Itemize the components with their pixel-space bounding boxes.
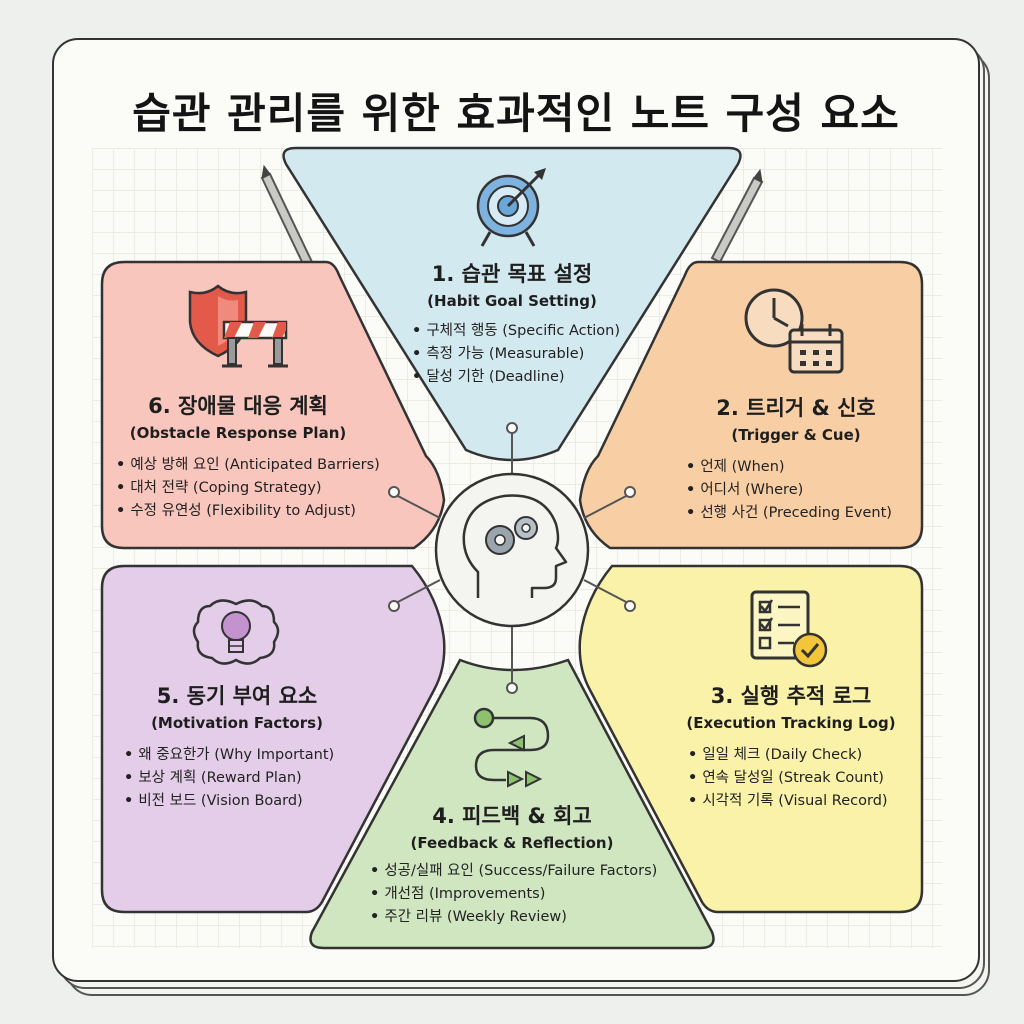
connector-lines [388,422,636,694]
section-1-text: 1. 습관 목표 설정 (Habit Goal Setting) 구체적 행동 … [362,258,662,389]
section-6-subtitle: (Obstacle Response Plan) [129,424,347,442]
list-item: 수정 유연성 (Flexibility to Adjust) [116,500,368,523]
section-3-panel [578,564,924,914]
section-3-text: 3. 실행 추적 로그 (Execution Tracking Log) 일일 … [666,680,916,813]
section-1-list: 구체적 행동 (Specific Action) 측정 가능 (Measurab… [412,320,662,389]
list-item: 구체적 행동 (Specific Action) [412,320,662,343]
checklist-icon [750,590,828,668]
section-3-list: 일일 체크 (Daily Check) 연속 달성일 (Streak Count… [688,744,916,813]
list-item: 언제 (When) [686,456,916,479]
section-2-subtitle: (Trigger & Cue) [731,426,861,444]
list-item: 선행 사건 (Preceding Event) [686,502,916,525]
section-1-title: 1. 습관 목표 설정 [431,262,593,286]
list-item: 성공/실패 요인 (Success/Failure Factors) [370,860,662,883]
section-3-title: 3. 실행 추적 로그 [710,684,872,708]
section-2-list: 언제 (When) 어디서 (Where) 선행 사건 (Preceding E… [686,456,916,525]
list-item: 주간 리뷰 (Weekly Review) [370,906,662,929]
section-6-title: 6. 장애물 대응 계획 [148,394,328,418]
list-item: 개선점 (Improvements) [370,883,662,906]
list-item: 예상 방해 요인 (Anticipated Barriers) [116,454,379,477]
list-item: 연속 달성일 (Streak Count) [688,767,916,790]
list-item: 비전 보드 (Vision Board) [124,790,362,813]
section-3-subtitle: (Execution Tracking Log) [686,714,896,732]
list-item: 보상 계획 (Reward Plan) [124,767,362,790]
section-2-title: 2. 트리거 & 신호 [716,396,876,420]
page-title: 습관 관리를 위한 효과적인 노트 구성 요소 [132,89,900,138]
section-1-panel [282,146,742,462]
list-item: 왜 중요한가 (Why Important) [124,744,362,767]
section-4-subtitle: (Feedback & Reflection) [410,834,614,852]
list-item: 어디서 (Where) [686,479,916,502]
target-arrow-icon [476,168,546,247]
section-5-panel [100,564,446,914]
feedback-loop-icon [473,707,550,788]
section-5-subtitle: (Motivation Factors) [151,714,323,732]
section-5-title: 5. 동기 부여 요소 [156,684,318,708]
section-4-list: 성공/실패 요인 (Success/Failure Factors) 개선점 (… [370,860,662,929]
section-2-text: 2. 트리거 & 신호 (Trigger & Cue) 언제 (When) 어디… [676,392,916,525]
brain-lightbulb-icon [192,599,280,665]
list-item: 달성 기한 (Deadline) [412,366,662,389]
section-5-text: 5. 동기 부여 요소 (Motivation Factors) 왜 중요한가 … [112,680,362,813]
section-1-subtitle: (Habit Goal Setting) [427,292,597,310]
list-item: 대처 전략 (Coping Strategy) [116,477,368,500]
section-6-list: 예상 방해 요인 (Anticipated Barriers) 대처 전략 (C… [116,454,379,523]
list-item: 측정 가능 (Measurable) [412,343,662,366]
head-gears-icon [434,472,590,628]
list-item: 일일 체크 (Daily Check) [688,744,916,767]
clock-calendar-icon [744,288,844,374]
section-5-list: 왜 중요한가 (Why Important) 보상 계획 (Reward Pla… [124,744,362,813]
shield-barrier-icon [188,284,288,368]
section-4-text: 4. 피드백 & 회고 (Feedback & Reflection) 성공/실… [362,800,662,929]
section-6-text: 6. 장애물 대응 계획 (Obstacle Response Plan) 예상… [108,390,380,523]
list-item: 시각적 기록 (Visual Record) [688,790,916,813]
section-4-title: 4. 피드백 & 회고 [432,804,592,828]
